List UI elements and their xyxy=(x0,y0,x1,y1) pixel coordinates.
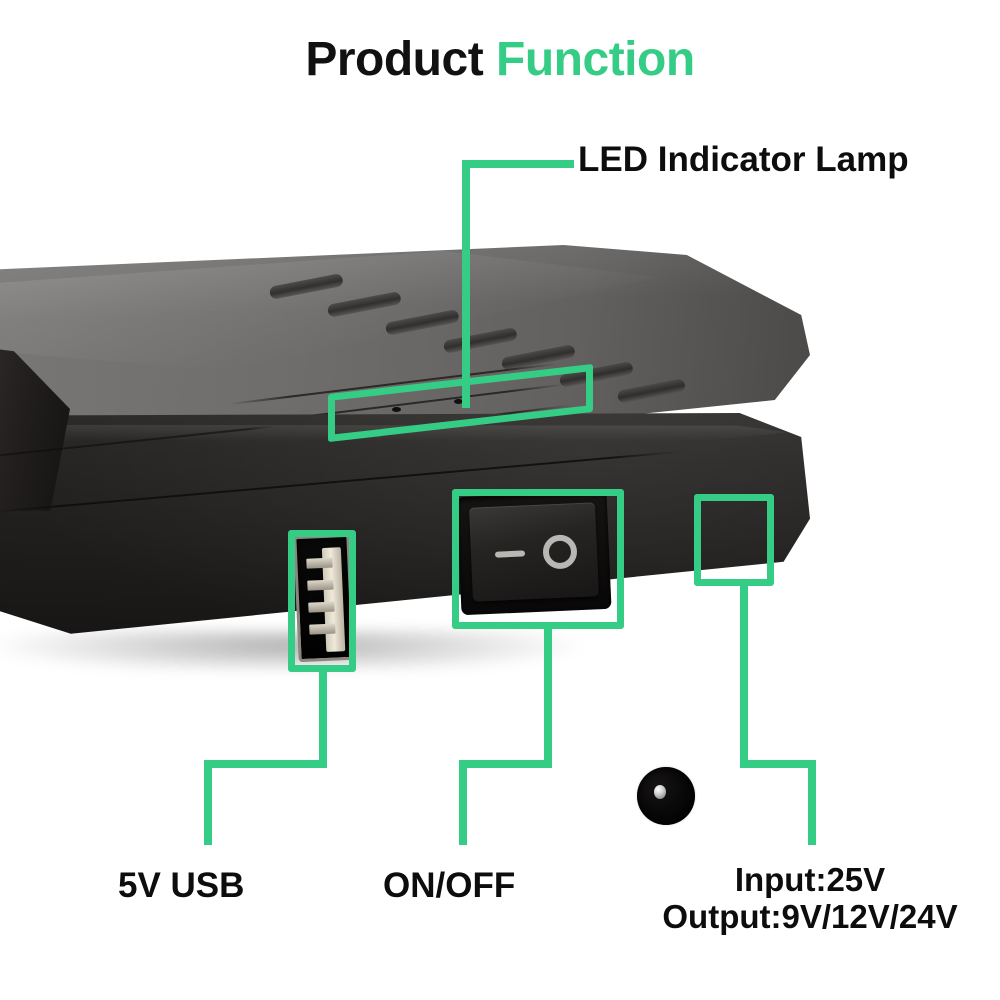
callout-label-dc-output: Output:9V/12V/24V xyxy=(662,897,958,935)
device-front-face xyxy=(0,413,810,634)
leader-switch-horizontal xyxy=(459,760,552,768)
callout-label-led: LED Indicator Lamp xyxy=(578,140,909,179)
callout-label-dc-input: Input:25V xyxy=(734,861,886,898)
dc-jack-center-pin xyxy=(654,785,666,799)
highlight-box-switch xyxy=(452,489,624,629)
page-title-dark-part: Product xyxy=(305,33,484,86)
highlight-box-usb xyxy=(288,530,356,672)
leader-switch-vertical-lower xyxy=(459,760,467,845)
callout-label-onoff: ON/OFF xyxy=(383,866,516,905)
leader-dc-vertical-upper xyxy=(740,582,748,768)
device-front-highlight xyxy=(0,425,788,441)
led-window-hole xyxy=(454,399,463,404)
leader-usb-vertical-lower xyxy=(204,760,212,845)
leader-usb-horizontal xyxy=(204,760,327,768)
page-title: Product Function xyxy=(0,34,1000,86)
leader-usb-vertical-upper xyxy=(319,668,327,768)
product-photo xyxy=(0,245,810,825)
leader-dc-vertical-lower xyxy=(808,760,816,845)
page-title-accent-part: Function xyxy=(496,33,695,86)
leader-dc-horizontal xyxy=(740,760,816,768)
callout-label-usb: 5V USB xyxy=(118,866,245,905)
dc-barrel-jack[interactable] xyxy=(637,767,695,825)
highlight-box-dc-jack xyxy=(694,494,774,586)
leader-led-horizontal xyxy=(462,160,574,168)
led-window-hole xyxy=(392,407,401,412)
leader-switch-vertical-upper xyxy=(544,625,552,768)
leader-led-vertical xyxy=(462,160,470,408)
callout-label-dc-jack: Input:25V Output:9V/12V/24V xyxy=(620,861,1000,936)
